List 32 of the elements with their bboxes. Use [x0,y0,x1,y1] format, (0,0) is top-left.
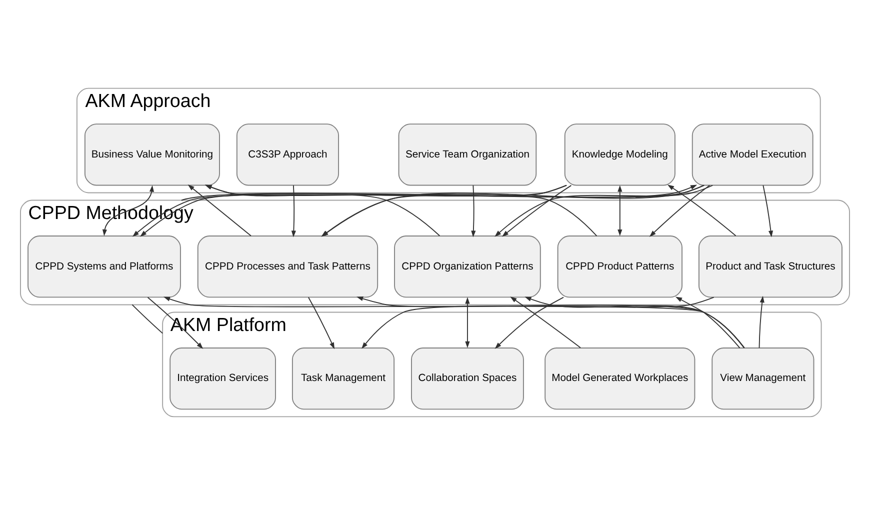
arrow [758,296,764,348]
arrow [308,296,335,350]
node-box: Knowledge Modeling [564,124,676,186]
arrow [163,296,745,348]
arrow [471,184,476,238]
node-box: Task Management [292,348,395,410]
node-box: Product and Task Structures [698,236,842,298]
arrow [762,184,774,238]
node-box: CPPD Product Patterns [557,236,682,298]
node-box: Model Generated Workplaces [544,348,696,410]
arrow [502,184,572,237]
arrow [649,184,710,237]
node-box: CPPD Organization Patterns [394,236,541,298]
arrow [675,296,740,348]
arrow [524,296,745,348]
arrow [667,184,736,236]
arrow [618,185,622,236]
node-box: Collaboration Spaces [411,348,524,410]
node-box: View Management [712,348,814,410]
arrow [291,184,296,238]
node-box: Service Team Organization [398,124,537,186]
node-box: C3S3P Approach [236,124,340,186]
arrow [465,297,470,348]
node-box: Active Model Execution [692,124,814,186]
arrow [494,296,564,349]
node-box: CPPD Processes and Task Patterns [197,236,378,298]
arrow [494,184,704,237]
node-box: Business Value Monitoring [84,124,220,186]
arrow [510,296,581,348]
node-box: CPPD Systems and Platforms [28,236,181,298]
node-box: Integration Services [170,348,276,410]
connector [132,304,164,334]
